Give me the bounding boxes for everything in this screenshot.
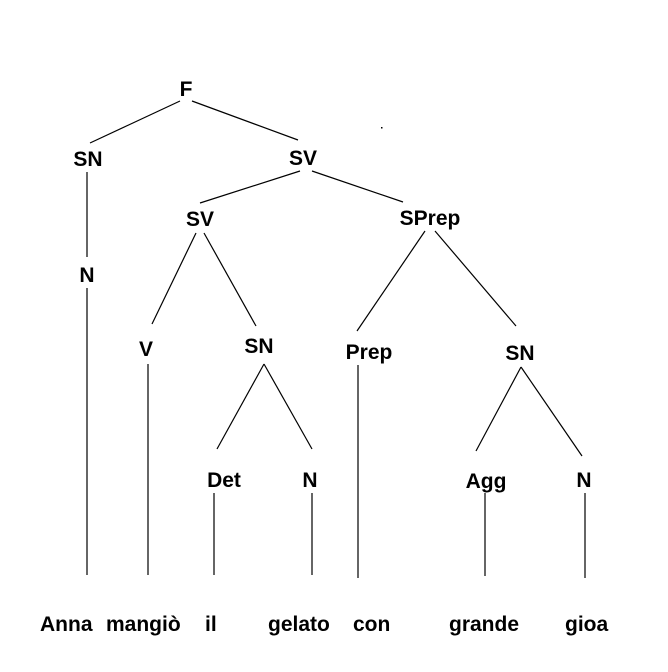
node-sv-main: SV	[289, 147, 317, 170]
word-con: con	[353, 613, 390, 636]
edge-sprep-sn	[434, 230, 517, 327]
edge-f-sv	[191, 100, 299, 141]
node-f: F	[180, 78, 193, 101]
edge-f-sn	[89, 100, 181, 144]
edge-sn-n-prep	[520, 366, 583, 457]
node-n-subject: N	[79, 264, 94, 287]
word-mangio: mangiò	[106, 613, 181, 636]
edge-sv-sprep	[311, 170, 404, 203]
word-il: il	[205, 613, 217, 636]
node-n-object: N	[302, 469, 317, 492]
node-sprep: SPrep	[400, 207, 461, 230]
sentence-words: Anna mangiò il gelato con grande gioa	[40, 613, 608, 636]
edge-sv-v	[151, 232, 197, 325]
node-sv-inner: SV	[186, 208, 214, 231]
edge-sv-sv	[199, 170, 301, 204]
edge-sn-det	[216, 363, 265, 450]
node-n-prep: N	[576, 469, 591, 492]
node-sn-subject: SN	[73, 148, 102, 171]
node-v: V	[139, 338, 153, 361]
word-gelato: gelato	[268, 613, 330, 636]
tree-nodes: F SN SV N SV SPrep V SN Det N Prep SN Ag…	[73, 78, 591, 493]
node-sn-object: SN	[244, 335, 273, 358]
edge-sprep-prep	[356, 230, 426, 332]
edge-sn-n-object	[263, 363, 313, 450]
word-gioa: gioa	[565, 613, 608, 636]
edge-sv-sn	[203, 232, 257, 327]
word-grande: grande	[449, 613, 519, 636]
node-agg: Agg	[466, 470, 507, 493]
tree-edges	[86, 100, 586, 578]
word-anna: Anna	[40, 613, 93, 636]
node-sn-prep: SN	[505, 342, 534, 365]
node-det: Det	[207, 469, 241, 492]
edge-sn-agg	[475, 366, 522, 452]
node-prep: Prep	[346, 341, 393, 364]
stray-dot	[381, 127, 383, 129]
